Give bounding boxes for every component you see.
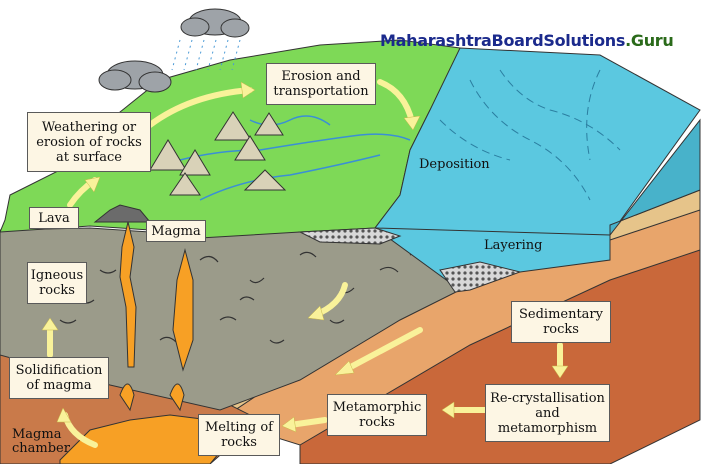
- label-deposition: Deposition: [419, 157, 490, 172]
- label-magma: Magma: [146, 220, 206, 242]
- label-weathering: Weathering or erosion of rocks at surfac…: [27, 112, 151, 172]
- label-sedimentary: Sedimentary rocks: [511, 301, 611, 343]
- deposited-sediment: [298, 227, 402, 245]
- arrow-heads: [41, 81, 569, 433]
- mountains: [149, 111, 287, 196]
- brand-name: MaharashtraBoardSolutions: [380, 31, 626, 50]
- sea-side: [609, 118, 701, 237]
- label-magma-chamber: Magma chamber: [12, 427, 70, 456]
- label-metamorphic: Metamorphic rocks: [327, 394, 427, 436]
- label-lava: Lava: [29, 207, 79, 229]
- magma-dyke-right: [172, 248, 194, 372]
- volcanic-vent: [93, 204, 152, 223]
- brand-domain: .Guru: [625, 31, 674, 50]
- magma-blob-2: [169, 383, 185, 412]
- layered-sediment: [439, 261, 522, 293]
- rain: [171, 39, 241, 71]
- label-layering: Layering: [484, 238, 543, 253]
- label-erosion: Erosion and transportation: [266, 63, 376, 105]
- label-solidification: Solidification of magma: [9, 357, 109, 399]
- sea-waves: [439, 69, 621, 201]
- brand-watermark: MaharashtraBoardSolutions.Guru: [380, 31, 674, 50]
- label-igneous: Igneous rocks: [27, 262, 87, 304]
- magma-blob-1: [119, 383, 135, 412]
- label-melting: Melting of rocks: [198, 414, 280, 456]
- cloud-left: [98, 60, 172, 93]
- label-recrystallisation: Re-crystallisation and metamorphism: [485, 384, 610, 442]
- cloud-right: [180, 8, 250, 38]
- magma-dyke-left: [119, 221, 137, 368]
